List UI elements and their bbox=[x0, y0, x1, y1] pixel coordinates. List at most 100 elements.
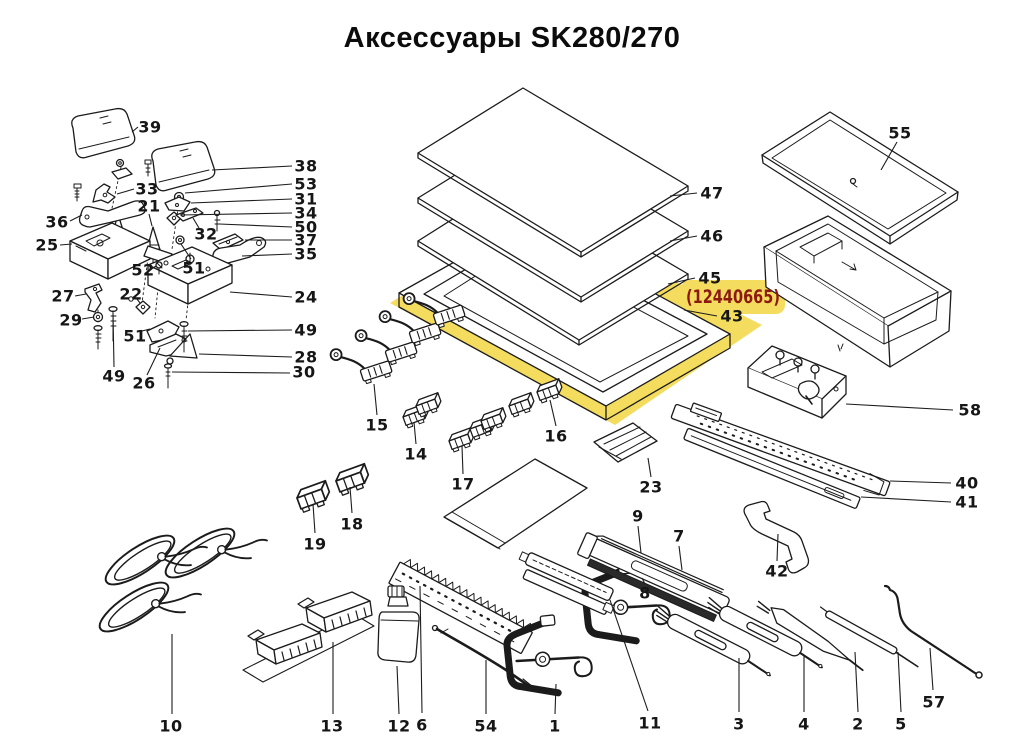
part-leader-42-43 bbox=[776, 533, 779, 562]
part-leader-6-47 bbox=[419, 585, 423, 714]
part-label-16-36: 16 bbox=[544, 427, 567, 446]
part-label-31-3: 31 bbox=[294, 190, 317, 209]
part-leader-1-49 bbox=[554, 683, 557, 715]
part-label-54-48: 54 bbox=[474, 717, 497, 736]
part-leader-27-15 bbox=[74, 293, 87, 297]
part-leader-33-8 bbox=[116, 188, 135, 195]
part-leader-7-41 bbox=[678, 545, 683, 571]
part-label-47-25: 47 bbox=[700, 184, 723, 203]
part-leader-51-13 bbox=[180, 243, 192, 260]
part-label-58-30: 58 bbox=[958, 401, 981, 420]
part-leader-45-27 bbox=[667, 277, 696, 285]
part-label-10-44: 10 bbox=[159, 717, 182, 736]
part-23-card bbox=[593, 422, 658, 463]
case-bottom bbox=[763, 215, 952, 368]
part-leader-36-10 bbox=[69, 214, 83, 222]
part-label-22-16: 22 bbox=[119, 285, 142, 304]
part-label-39-0: 39 bbox=[138, 118, 161, 137]
part-36-lever bbox=[78, 200, 146, 228]
part-14-clip bbox=[413, 392, 445, 418]
part-58-device bbox=[747, 345, 847, 419]
part-label-29-17: 29 bbox=[59, 311, 82, 330]
part-39-lid bbox=[71, 107, 136, 159]
part-55-case-lid bbox=[761, 111, 959, 245]
part-label-40-31: 40 bbox=[955, 474, 978, 493]
part-leader-25-11 bbox=[59, 243, 73, 246]
part-label-1-49: 1 bbox=[549, 717, 561, 736]
part-leader-52-14 bbox=[149, 265, 157, 271]
highlight-part-number: (12440665) bbox=[686, 286, 780, 308]
part-leader-43-28 bbox=[683, 309, 718, 317]
part-leader-11-50 bbox=[609, 599, 649, 712]
part-leader-12-46 bbox=[396, 665, 400, 715]
part-15-claw-weight bbox=[328, 333, 395, 393]
part-leader-35-7 bbox=[241, 253, 293, 257]
part-label-51-13: 51 bbox=[182, 259, 205, 278]
part-label-53-2: 53 bbox=[294, 175, 317, 194]
leader-lines bbox=[59, 126, 954, 715]
part-label-42-43: 42 bbox=[765, 562, 788, 581]
part-label-8-42: 8 bbox=[639, 584, 651, 603]
part-label-18-39: 18 bbox=[340, 515, 363, 534]
part-label-5-54: 5 bbox=[895, 715, 907, 734]
part-label-3-51: 3 bbox=[733, 715, 745, 734]
part-leader-29-17 bbox=[81, 316, 95, 320]
part-16-clip bbox=[506, 392, 538, 418]
part-label-6-47: 6 bbox=[416, 716, 428, 735]
part-label-19-38: 19 bbox=[303, 535, 326, 554]
part-label-33-8: 33 bbox=[135, 180, 158, 199]
part-leader-9-40 bbox=[637, 525, 642, 554]
part-label-49-22: 49 bbox=[294, 321, 317, 340]
part-label-2-53: 2 bbox=[852, 715, 864, 734]
part-label-30-24: 30 bbox=[292, 363, 315, 382]
part-label-13-45: 13 bbox=[320, 717, 343, 736]
part-leader-49-19 bbox=[112, 312, 115, 368]
part-47-panel bbox=[417, 87, 689, 258]
part-label-7-41: 7 bbox=[673, 527, 685, 546]
part-18-clip bbox=[332, 462, 373, 497]
part-label-23-37: 23 bbox=[639, 478, 662, 497]
part-label-15-33: 15 bbox=[365, 416, 388, 435]
part-2-transfer-tool bbox=[756, 600, 864, 672]
highlight-label-bg bbox=[681, 280, 785, 314]
part-label-26-20: 26 bbox=[132, 374, 155, 393]
part-label-50-5: 50 bbox=[294, 218, 317, 237]
part-leader-2-53 bbox=[854, 651, 859, 713]
part-leader-55-29 bbox=[880, 141, 898, 171]
part-leader-49-22 bbox=[187, 329, 293, 332]
part-label-25-11: 25 bbox=[35, 236, 58, 255]
part-38-lid bbox=[151, 140, 216, 192]
part-leader-57-55 bbox=[929, 647, 934, 691]
part-leader-17-35 bbox=[461, 445, 464, 475]
part-leader-30-24 bbox=[171, 371, 291, 374]
part-24-counter-body bbox=[147, 246, 233, 305]
part-leader-24-21 bbox=[229, 291, 293, 298]
part-leader-58-30 bbox=[845, 403, 954, 411]
part-label-55-29: 55 bbox=[888, 124, 911, 143]
part-leader-39-0 bbox=[131, 126, 139, 133]
part-label-45-27: 45 bbox=[698, 269, 721, 288]
part-label-9-40: 9 bbox=[632, 507, 644, 526]
part-label-32-12: 32 bbox=[194, 225, 217, 244]
page-title: Аксессуары SK280/270 bbox=[343, 22, 681, 54]
part-label-4-52: 4 bbox=[798, 715, 810, 734]
part-6-needle-ruler bbox=[388, 559, 533, 654]
part-leader-23-37 bbox=[647, 457, 652, 478]
part-leader-34-4 bbox=[179, 212, 293, 216]
part-label-41-32: 41 bbox=[955, 493, 978, 512]
part-label-57-55: 57 bbox=[922, 693, 945, 712]
part-41-ruler bbox=[683, 427, 861, 509]
part-label-36-10: 36 bbox=[45, 213, 68, 232]
part-label-38-1: 38 bbox=[294, 157, 317, 176]
part-label-51-18: 51 bbox=[123, 327, 146, 346]
part-label-52-14: 52 bbox=[131, 261, 154, 280]
part-leader-8-42 bbox=[641, 577, 646, 585]
part-leader-18-39 bbox=[349, 486, 353, 514]
part-leader-5-54 bbox=[897, 651, 902, 713]
part-label-17-35: 17 bbox=[451, 475, 474, 494]
instruction-sheet bbox=[443, 458, 588, 550]
part-16-clip bbox=[478, 407, 510, 433]
part-leader-47-25 bbox=[669, 192, 698, 197]
